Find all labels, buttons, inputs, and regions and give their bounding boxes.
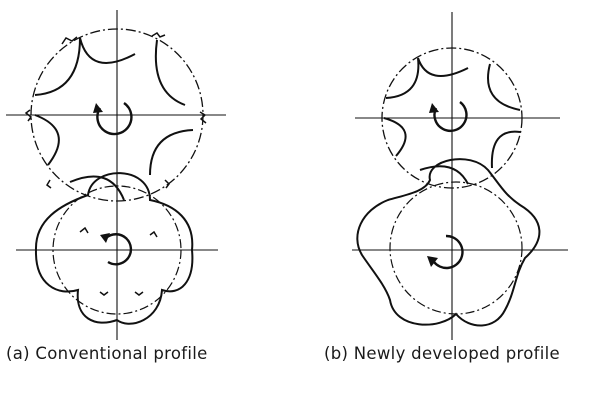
pitch-circle-male-b <box>389 181 523 315</box>
caption-newly-developed-profile: (b) Newly developed profile <box>324 344 560 363</box>
arrowhead-female-a <box>93 103 103 113</box>
pitch-circle-female-b <box>381 47 523 189</box>
male-rotor-b <box>356 158 541 327</box>
centerlines-b <box>352 12 568 340</box>
rotation-arrow-male-b <box>433 234 464 270</box>
tip-marks-male-a <box>79 226 158 296</box>
pitch-circle-male-a <box>52 185 182 315</box>
female-rotor-lobes-a <box>34 37 194 201</box>
centerlines-a <box>6 10 226 340</box>
female-rotor-a <box>24 28 207 202</box>
rotation-arrow-male-a <box>105 233 133 266</box>
arrowhead-female-b <box>429 103 439 113</box>
male-rotor-lobes-b <box>356 158 541 327</box>
arrowhead-male-a <box>100 233 110 243</box>
male-rotor-a <box>34 172 194 325</box>
female-rotor-b <box>381 47 523 189</box>
pitch-circle-female-a <box>30 28 204 202</box>
male-rotor-lobes-a <box>34 172 194 325</box>
new-profile-diagram <box>352 12 568 340</box>
conventional-profile-diagram <box>6 10 226 340</box>
tip-marks-a <box>24 32 207 189</box>
caption-conventional-profile: (a) Conventional profile <box>6 344 208 363</box>
arrowhead-male-b <box>427 256 438 267</box>
rotor-profiles-figure <box>6 10 568 340</box>
rotation-arrow-female-a <box>96 102 133 136</box>
rotation-arrow-female-b <box>433 101 468 133</box>
female-rotor-lobes-b <box>383 57 521 185</box>
